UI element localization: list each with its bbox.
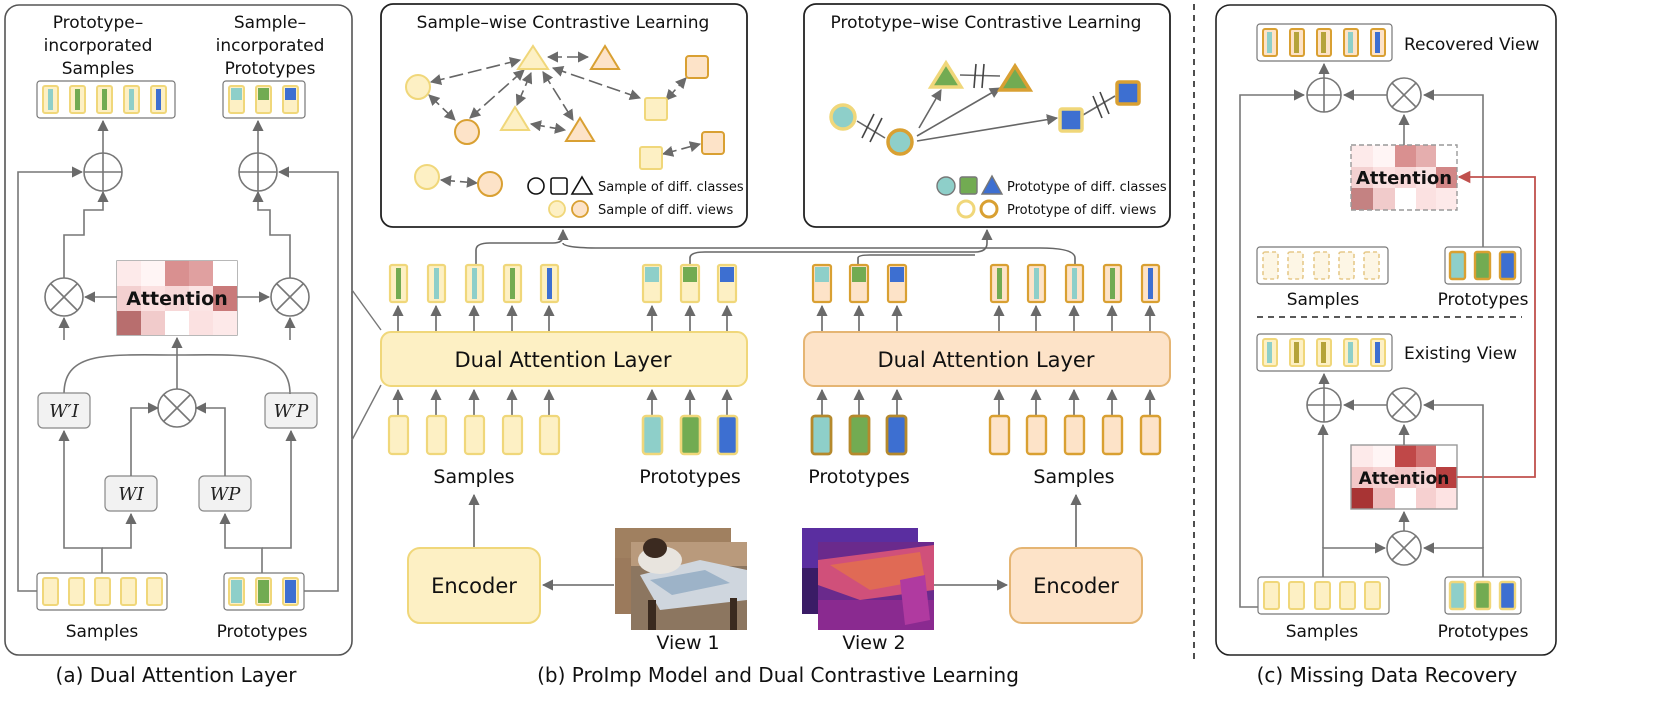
prototypes-label-a: Prototypes (217, 622, 308, 642)
in-protos-tokens (223, 572, 305, 611)
view1-label: View 1 (656, 632, 719, 654)
times-node-center (157, 388, 197, 428)
attention-label-c-bottom: Attention (1359, 469, 1450, 489)
dual-attention-layer-2: Dual Attention Layer (803, 331, 1171, 387)
caption-c: (c) Missing Data Recovery (1257, 663, 1518, 687)
legend-sample-classes: Sample of diff. classes (598, 180, 744, 195)
b-in-protos-v1 (641, 414, 739, 456)
b-in-samples-v1 (387, 414, 561, 456)
w-i-prime-box: W′I (37, 392, 91, 429)
attention-map-c-bottom: Attention (1350, 444, 1458, 510)
c-samples-bottom-tokens (1257, 576, 1390, 615)
times-node-left (44, 277, 84, 317)
samples-label-c-bottom: Samples (1286, 622, 1359, 642)
c-times-lower (1386, 530, 1422, 566)
attention-map-a: Attention (116, 260, 238, 336)
existing-view-label: Existing View (1404, 344, 1517, 364)
c-times-bottom (1386, 387, 1422, 423)
dual-attention-label-1: Dual Attention Layer (454, 348, 671, 372)
b-out-protos-v1 (641, 263, 738, 304)
out-protos-tokens (222, 80, 306, 119)
recovered-view-label: Recovered View (1404, 35, 1539, 55)
caption-a: (a) Dual Attention Layer (56, 663, 298, 687)
dual-attention-label-2: Dual Attention Layer (877, 348, 1094, 372)
w-p-label: WP (210, 484, 242, 505)
w-p-box: WP (198, 475, 252, 512)
in-samples-tokens (36, 572, 168, 611)
panel-c: Recovered View Attention (1215, 4, 1557, 687)
panel-a-frame (4, 4, 353, 656)
samples-label-b2: Samples (1033, 466, 1114, 488)
b-in-protos-v2 (810, 414, 908, 456)
sample-cl-title: Sample–wise Contrastive Learning (417, 13, 710, 33)
prototypes-label-c-mid: Prototypes (1438, 290, 1529, 310)
recovered-view-tokens (1256, 23, 1393, 62)
w-i-box: WI (104, 475, 158, 512)
out-samples-label-3: Samples (62, 59, 135, 79)
samples-label-b1: Samples (433, 466, 514, 488)
out-samples-label-2: incorporated (44, 36, 153, 56)
out-protos-label-3: Prototypes (225, 59, 316, 79)
b-out-protos-v2 (811, 263, 908, 304)
sample-cl-box: Sample–wise Contrastive Learning (380, 3, 748, 228)
w-i-label: WI (118, 484, 145, 505)
times-node-right (270, 277, 310, 317)
attention-label-c-top: Attention (1356, 168, 1452, 189)
b-out-samples-v1 (388, 263, 560, 304)
out-protos-label-2: incorporated (216, 36, 325, 56)
out-samples-tokens (36, 80, 176, 119)
attention-label-a: Attention (126, 288, 227, 310)
encoder-2: Encoder (1009, 547, 1143, 624)
out-samples-label-1: Prototype– (53, 13, 144, 33)
dual-attention-layer-1: Dual Attention Layer (380, 331, 748, 387)
b-in-samples-v2 (988, 414, 1162, 456)
view2-label: View 2 (842, 632, 905, 654)
w-p-prime-box: W′P (264, 392, 318, 429)
prototypes-label-b2: Prototypes (808, 466, 910, 488)
encoder-1: Encoder (407, 547, 541, 624)
prototypes-label-b1: Prototypes (639, 466, 741, 488)
encoder-label-1: Encoder (431, 574, 517, 598)
out-protos-label-1: Sample– (234, 13, 306, 33)
proto-cl-box: Prototype–wise Contrastive Learning (803, 3, 1171, 228)
view1-image (615, 528, 747, 630)
w-p-prime-label: W′P (274, 401, 310, 422)
c-protos-bottom-tokens (1444, 576, 1522, 615)
plus-node-left (83, 152, 123, 192)
samples-label-c-mid: Samples (1287, 290, 1360, 310)
b-out-samples-v2 (989, 263, 1161, 304)
legend-sample-views: Sample of diff. views (598, 203, 734, 218)
samples-label-a: Samples (66, 622, 139, 642)
attention-map-c-top: Attention (1350, 144, 1458, 211)
caption-b: (b) ProImp Model and Dual Contrastive Le… (537, 663, 1019, 687)
c-times-top (1386, 77, 1422, 113)
w-i-prime-label: W′I (49, 401, 80, 422)
legend-proto-views: Prototype of diff. views (1007, 203, 1157, 218)
encoder-label-2: Encoder (1033, 574, 1119, 598)
missing-samples-tokens (1256, 246, 1389, 285)
plus-node-right (238, 152, 278, 192)
proto-cl-title: Prototype–wise Contrastive Learning (831, 13, 1142, 33)
legend-proto-classes: Prototype of diff. classes (1007, 180, 1167, 195)
prototypes-label-c-bottom: Prototypes (1438, 622, 1529, 642)
c-plus-bottom (1306, 387, 1342, 423)
c-protos-mid-tokens (1444, 246, 1522, 285)
view2-image (802, 528, 934, 630)
c-plus-top (1306, 77, 1342, 113)
panel-c-frame (1215, 4, 1557, 656)
panel-b: Sample–wise Contrastive Learning (380, 3, 1171, 687)
existing-view-tokens (1256, 333, 1393, 372)
panel-a: Prototype– incorporated Samples Sample– … (4, 4, 353, 687)
